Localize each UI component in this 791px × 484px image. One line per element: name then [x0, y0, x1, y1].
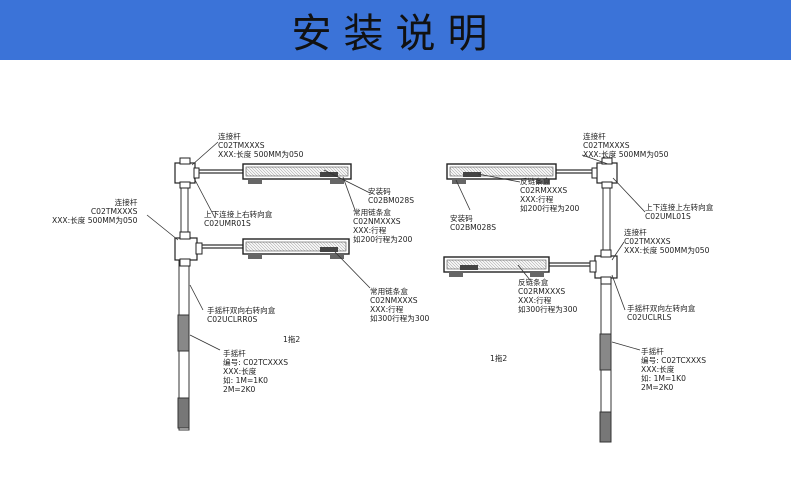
- right-connector-rod-side-label: 连接杆 C02TMXXXS XXX:长度 500MM为050: [624, 228, 710, 255]
- diagram-drawing: [146, 141, 646, 443]
- header-banner: 安装说明: [0, 0, 791, 60]
- right-reverse-chain-box-1-label: 反链条盒 C02RMXXXS XXX:行程 如200行程为200: [520, 177, 580, 213]
- left-middle-turn-box: [174, 231, 203, 267]
- right-crank-turn-box-label: 手摇杆双向左转向盒 C02UCLRLS: [627, 304, 696, 322]
- right-reverse-chain-box-1: [446, 163, 557, 184]
- right-ratio-label: 1拖2: [490, 354, 508, 363]
- left-connector-rod-side-label: 连接杆 C02TMXXXS XXX:长度 500MM为050: [52, 198, 138, 225]
- left-crank-rod-label: 手摇杆 编号: C02TCXXXS XXX:长度 如: 1M=1K0 2M=2K…: [223, 349, 289, 394]
- right-reverse-chain-box-2: [443, 256, 550, 277]
- right-reverse-chain-box-2-label: 反链条盒 C02RMXXXS XXX:行程 如300行程为300: [518, 278, 578, 314]
- left-connector-rod-top-label: 连接杆 C02TMXXXS XXX:长度 500MM为050: [218, 132, 304, 159]
- left-mount-code-label: 安装码 C02BM028S: [368, 187, 415, 205]
- left-turn-box-label: 上下连接上右转向盒 C02UMR01S: [204, 210, 273, 228]
- left-chain-box-1: [242, 163, 352, 184]
- left-ratio-label: 1拖2: [283, 335, 301, 344]
- left-chain-box-2-label: 常用链条盒 C02NMXXXS XXX:行程 如300行程为300: [370, 287, 430, 323]
- page-title: 安装说明: [291, 11, 500, 57]
- left-chain-box-1-label: 常用链条盒 C02NMXXXS XXX:行程 如200行程为200: [353, 208, 413, 244]
- right-middle-turn-box: [589, 249, 618, 285]
- right-crank-rod-label: 手摇杆 编号: C02TCXXXS XXX:长度 如: 1M=1K0 2M=2K…: [641, 347, 707, 392]
- left-top-turn-box: [174, 157, 200, 189]
- right-connector-rod-top-label: 连接杆 C02TMXXXS XXX:长度 500MM为050: [583, 132, 669, 159]
- left-crank-turn-box-label: 手摇杆双向右转向盒 C02UCLRR0S: [207, 306, 276, 324]
- right-turn-box-label: 上下连接上左转向盒 C02UML01S: [645, 203, 714, 221]
- left-assembly: [146, 141, 371, 431]
- right-assembly: [443, 154, 646, 443]
- right-mount-code-label: 安装码 C02BM028S: [450, 214, 497, 232]
- installation-diagram: 连接杆 C02TMXXXS XXX:长度 500MM为050 安装码 C02BM…: [0, 60, 791, 480]
- left-chain-box-2: [242, 238, 350, 259]
